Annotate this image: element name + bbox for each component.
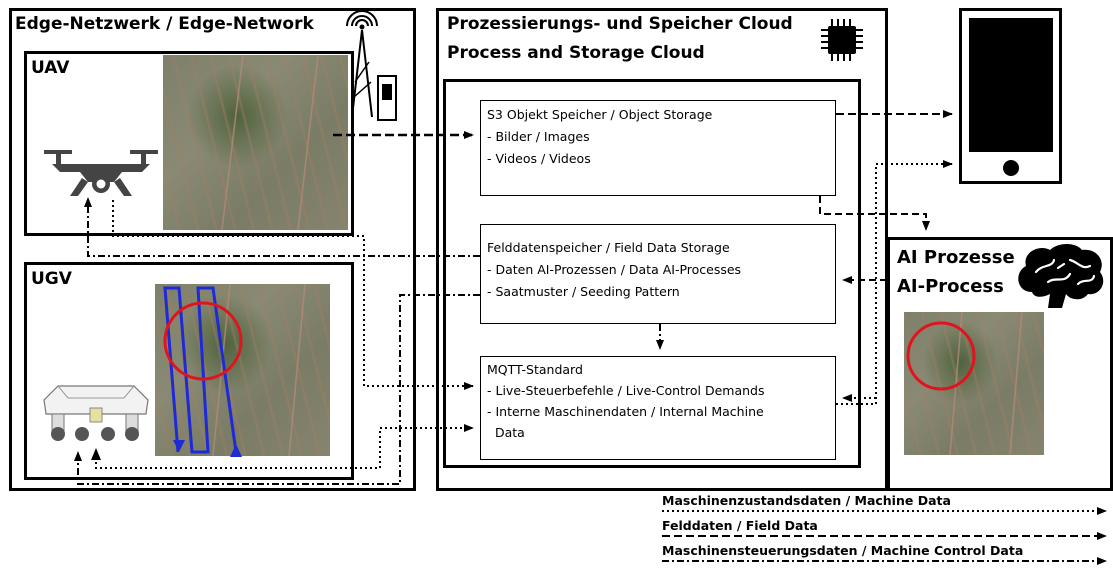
cloud-container — [436, 8, 888, 491]
uav-field-image — [163, 55, 348, 230]
field-storage-seeding: - Saatmuster / Seeding Pattern — [487, 284, 680, 299]
field-data-storage-box — [480, 224, 836, 324]
ugv-label: UGV — [31, 269, 72, 289]
s3-storage-images: - Bilder / Images — [487, 129, 590, 144]
edge-network-title: Edge-Netzwerk / Edge-Network — [15, 14, 314, 34]
cloud-inner-box — [443, 79, 861, 468]
s3-storage-title: S3 Objekt Speicher / Object Storage — [487, 107, 713, 122]
legend-field-data: Felddaten / Field Data — [662, 518, 818, 533]
field-storage-title: Felddatenspeicher / Field Data Storage — [487, 240, 730, 255]
legend-machine-state: Maschinenzustandsdaten / Machine Data — [662, 493, 951, 508]
ugv-box — [24, 262, 354, 480]
mqtt-live-control: - Live-Steuerbefehle / Live-Control Dema… — [487, 383, 765, 398]
uav-label: UAV — [31, 58, 70, 78]
connector-ugv-to-mqtt — [95, 424, 474, 469]
connector-s3-to-ai — [819, 196, 930, 231]
ugv-target-circle — [163, 301, 243, 381]
uav-box — [24, 51, 354, 236]
connector-mqtt-to-phone — [836, 160, 953, 405]
smartphone-icon — [969, 18, 1053, 178]
mqtt-internal-data-cont: Data — [487, 425, 525, 440]
connector-field-to-ugv — [74, 294, 480, 485]
ugv-coverage-path — [163, 286, 238, 454]
ai-title-de: AI Prozesse — [897, 247, 1015, 268]
brain-icon — [1012, 242, 1108, 312]
legend-machine-control: Maschinensteuerungsdaten / Machine Contr… — [662, 543, 1024, 558]
ai-title-en: AI-Process — [897, 276, 1004, 297]
ugv-arrow-head-2 — [91, 448, 101, 460]
mqtt-box — [480, 356, 836, 460]
s3-storage-videos: - Videos / Videos — [487, 151, 591, 166]
smartphone-frame — [959, 8, 1062, 184]
ugv-robot-icon — [38, 380, 153, 442]
chip-icon — [820, 18, 864, 62]
drone-icon — [42, 148, 162, 198]
ugv-path-arrow-down — [173, 440, 185, 452]
connector-field-to-drone — [84, 197, 480, 257]
ai-process-box — [887, 237, 1113, 491]
field-storage-ai-data: - Daten AI-Prozessen / Data AI-Processes — [487, 262, 742, 277]
cloud-title-de: Prozessierungs- und Speicher Cloud — [447, 14, 793, 34]
edge-network-container — [9, 8, 416, 491]
mqtt-internal-data: - Interne Maschinendaten / Internal Mach… — [487, 404, 764, 419]
ugv-path-arrow-up — [230, 444, 242, 457]
mqtt-title: MQTT-Standard — [487, 362, 583, 377]
cloud-title-en: Process and Storage Cloud — [447, 43, 705, 63]
connector-drone-to-mqtt — [112, 200, 474, 390]
s3-storage-box — [480, 100, 836, 196]
ai-target-circle — [906, 321, 976, 391]
